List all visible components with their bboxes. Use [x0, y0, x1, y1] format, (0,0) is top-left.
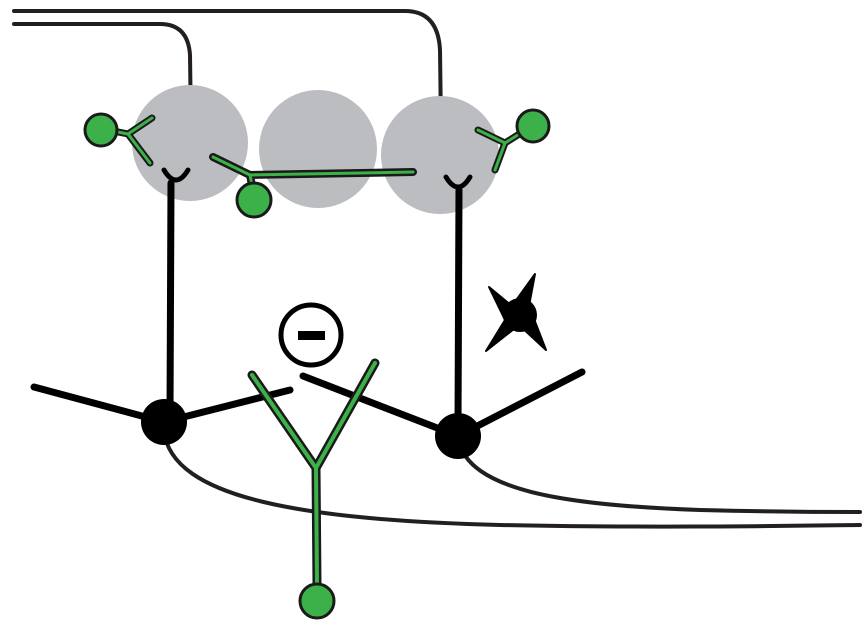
lateral-dendrite-right-inner — [299, 372, 462, 440]
green-interneuron-middle — [209, 153, 417, 219]
input-axon-left — [12, 22, 193, 130]
lateral-dendrites — [30, 368, 586, 440]
mitral-dendrite-left — [166, 179, 175, 416]
inhibition-symbol — [278, 302, 344, 368]
output-axons — [162, 428, 862, 529]
minus-sign — [298, 331, 325, 340]
green-granule-cell — [247, 358, 380, 620]
glomeruli — [132, 85, 499, 214]
mitral-cell-right — [435, 413, 481, 459]
mitral-cell-left — [141, 399, 187, 445]
input-axon-right — [12, 9, 443, 130]
mitral-dendrite-right — [454, 186, 463, 429]
input-axons — [12, 9, 443, 130]
output-axon-right — [456, 438, 862, 514]
glomerulus-middle — [259, 90, 377, 208]
mitral-dendrites — [166, 179, 463, 429]
lateral-dendrite-right-outer — [454, 368, 586, 440]
output-axon-left — [162, 428, 862, 529]
mitral-cells — [141, 399, 481, 459]
green-interneuron-right — [474, 108, 551, 174]
receptor-cup-left — [161, 167, 191, 183]
glomerulus-left — [132, 85, 248, 201]
black-star-neuron — [485, 273, 547, 352]
green-interneuron-left — [83, 112, 156, 167]
glomerulus-right — [381, 96, 499, 214]
